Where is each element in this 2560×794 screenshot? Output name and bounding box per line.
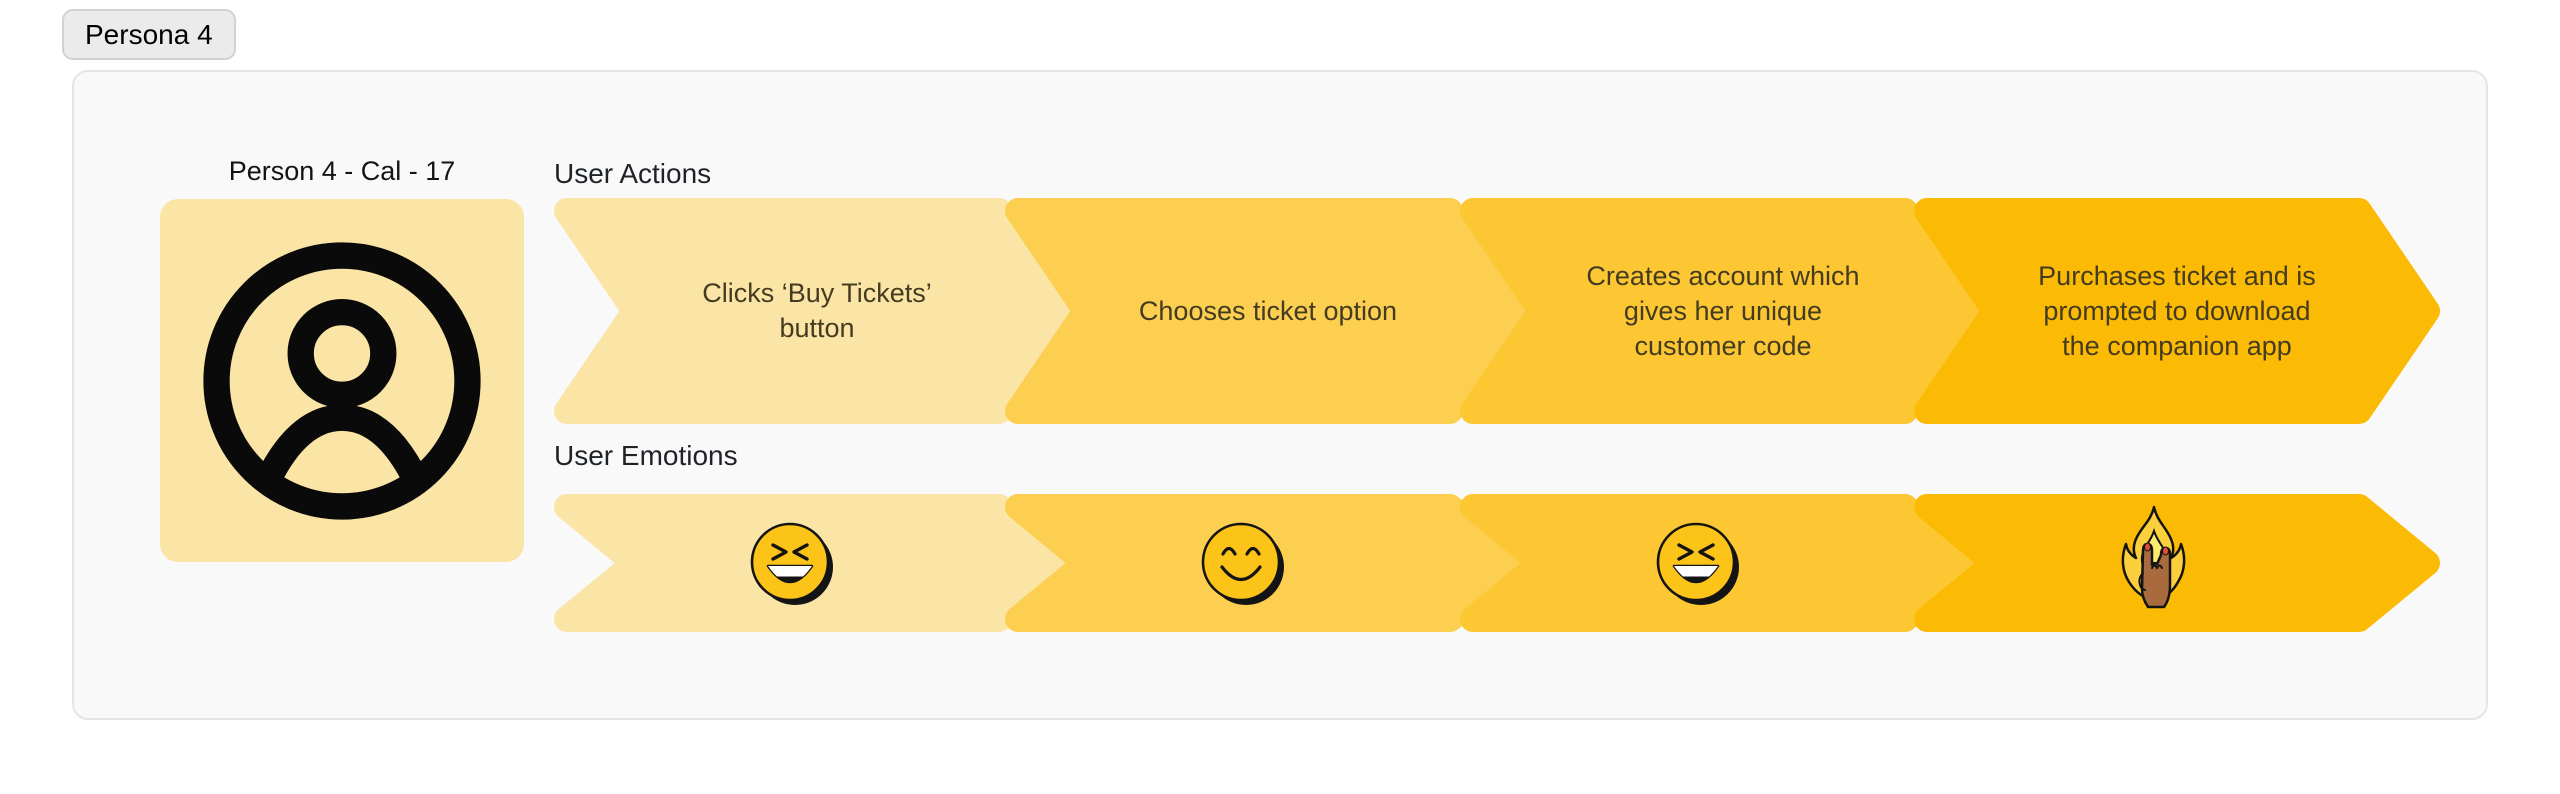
emotion-step-2 (1005, 494, 1531, 632)
action-step-2: Chooses ticket option (1005, 198, 1531, 424)
chevron-shape (1914, 198, 2440, 424)
chevron-shape (1460, 198, 1986, 424)
emotion-step-3 (1460, 494, 1986, 632)
emotion-step-1 (554, 494, 1080, 632)
user-circle-icon (203, 241, 481, 520)
avatar (160, 199, 524, 562)
persona-badge-label: Persona 4 (85, 18, 213, 50)
chevron-shape (554, 198, 1080, 424)
rock-hand-fire-icon (2121, 505, 2186, 609)
action-step-text: Clicks ‘Buy Tickets’ button (702, 278, 932, 343)
action-step-text: Purchases ticket and is prompted to down… (2038, 260, 2316, 361)
laughing-xd-emoji-icon (745, 501, 841, 625)
emotion-step-4 (1914, 494, 2440, 632)
action-step-1: Clicks ‘Buy Tickets’ button (554, 198, 1080, 424)
action-step-text: Chooses ticket option (1138, 295, 1398, 326)
action-step-4: Purchases ticket and is prompted to down… (1914, 198, 2440, 424)
user-emotions-label: User Emotions (554, 440, 738, 471)
persona-title: Person 4 - Cal - 17 (228, 156, 456, 186)
action-step-text: Creates account which gives her unique c… (1586, 260, 1860, 361)
chevron-shape (1005, 198, 1531, 424)
journey-map-card: Person 4 - Cal - 17 User Actions Clicks … (72, 70, 2488, 720)
laughing-xd-emoji-icon (1651, 501, 1747, 625)
user-actions-label: User Actions (554, 158, 712, 189)
action-step-3: Creates account which gives her unique c… (1460, 198, 1986, 424)
persona-badge[interactable]: Persona 4 (62, 9, 236, 60)
smiling-emoji-icon (1201, 522, 1286, 607)
